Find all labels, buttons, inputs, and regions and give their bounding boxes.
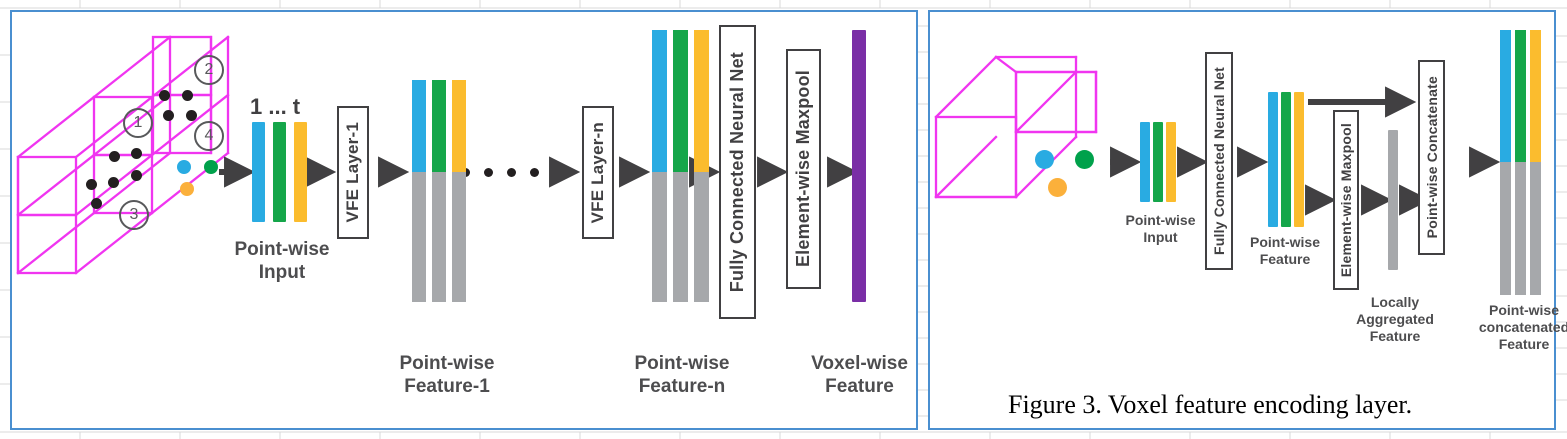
vfe-layer-n-box[interactable]: VFE Layer-n <box>582 106 614 239</box>
voxel-cell-number-1: 1 <box>123 108 153 138</box>
point-wise-feature-1-caption: Point-wise Feature-1 <box>367 352 527 398</box>
caption-line: Point-wise <box>399 353 495 374</box>
point-wise-feature-n-caption: Point-wise Feature-n <box>602 352 762 398</box>
fully-connected-neural-net-label: Fully Connected Neural Net <box>727 51 747 293</box>
caption-line: Feature-1 <box>404 376 490 398</box>
lidar-point <box>186 110 197 121</box>
point-wise-concatenated-feature-bars <box>1500 30 1546 295</box>
vfe-layer-n-label: VFE Layer-n <box>588 121 607 224</box>
voxel-cell-number-3: 3 <box>119 200 149 230</box>
fully-connected-neural-net-label: Fully Connected Neural Net <box>1211 66 1227 255</box>
caption-line: Feature <box>1498 336 1550 353</box>
figure-caption: Figure 3. Voxel feature encoding layer. <box>1008 390 1413 419</box>
caption-line: Feature <box>1369 328 1421 345</box>
element-wise-maxpool-label: Element-wise Maxpool <box>793 70 813 268</box>
voxel-point-yellow <box>180 182 194 196</box>
right-point-wise-feature-caption: Point-wise Feature <box>1230 234 1340 268</box>
point-wise-concatenated-feature-caption: Point-wise concatenated Feature <box>1450 302 1567 353</box>
caption-line: Feature <box>825 376 894 398</box>
locally-aggregated-feature-caption: Locally Aggregated Feature <box>1335 294 1455 345</box>
single-voxel-cube <box>934 55 1098 199</box>
caption-line: Locally <box>1370 294 1420 310</box>
caption-line: Point-wise <box>1488 302 1559 318</box>
right-point-wise-feature-bars <box>1268 92 1308 227</box>
caption-line: concatenated <box>1478 319 1567 336</box>
fully-connected-neural-net-box[interactable]: Fully Connected Neural Net <box>719 25 756 319</box>
lidar-point <box>109 151 120 162</box>
voxel-wise-feature-bar <box>852 30 866 302</box>
point-wise-feature-n-bars <box>652 30 714 302</box>
caption-line: Point-wise <box>234 239 330 260</box>
caption-line: Input <box>258 262 306 284</box>
left-diagram-panel: 1 2 3 4 <box>10 10 918 430</box>
vfe-layer-1-label: VFE Layer-1 <box>343 122 362 223</box>
voxel-wise-feature-caption: Voxel-wise Feature <box>787 352 932 398</box>
caption-line: Point-wise <box>1249 234 1320 250</box>
caption-line: Point-wise <box>1125 212 1196 228</box>
caption-line: Input <box>1143 229 1178 246</box>
lidar-point <box>131 170 142 181</box>
point-index-label: 1 ... t <box>250 94 301 119</box>
caption-line: Feature <box>1259 251 1311 268</box>
voxel-cell-number-4: 4 <box>194 121 224 151</box>
point-wise-concatenate-label: Point-wise Concatenate <box>1423 76 1440 239</box>
voxel-point-blue <box>177 160 191 174</box>
lidar-point <box>108 177 119 188</box>
voxel-cell-number-2: 2 <box>194 55 224 85</box>
lidar-point <box>86 179 97 190</box>
vfe-layer-1-box[interactable]: VFE Layer-1 <box>337 106 369 239</box>
voxel-point-green <box>204 160 218 174</box>
element-wise-maxpool-box[interactable]: Element-wise Maxpool <box>786 49 821 289</box>
lidar-point <box>163 110 174 121</box>
lidar-point <box>131 148 142 159</box>
caption-line: Feature-n <box>638 376 726 398</box>
voxel-point-yellow <box>1048 178 1067 197</box>
lidar-point <box>182 90 193 101</box>
right-panel-arrows <box>1110 86 1501 216</box>
locally-aggregated-feature-bar <box>1388 130 1398 270</box>
point-wise-input-caption: Point-wise Input <box>217 238 347 284</box>
point-wise-concatenate-box[interactable]: Point-wise Concatenate <box>1418 60 1445 255</box>
caption-line: Aggregated <box>1356 311 1434 328</box>
caption-line: Voxel-wise <box>811 353 908 374</box>
voxel-point-green <box>1075 150 1094 169</box>
lidar-point <box>91 198 102 209</box>
right-element-wise-maxpool-box[interactable]: Element-wise Maxpool <box>1333 110 1359 290</box>
point-wise-input-bars <box>252 122 310 222</box>
voxel-point-blue <box>1035 150 1054 169</box>
right-fully-connected-neural-net-box[interactable]: Fully Connected Neural Net <box>1205 52 1233 270</box>
right-diagram-panel: Point-wise Input Fully Connected Neural … <box>928 10 1567 430</box>
right-point-wise-input-caption: Point-wise Input <box>1108 212 1213 246</box>
element-wise-maxpool-label: Element-wise Maxpool <box>1338 122 1354 278</box>
right-point-wise-input-bars <box>1140 122 1180 202</box>
point-wise-feature-1-bars <box>412 80 470 302</box>
lidar-point <box>159 90 170 101</box>
caption-line: Point-wise <box>634 353 730 374</box>
